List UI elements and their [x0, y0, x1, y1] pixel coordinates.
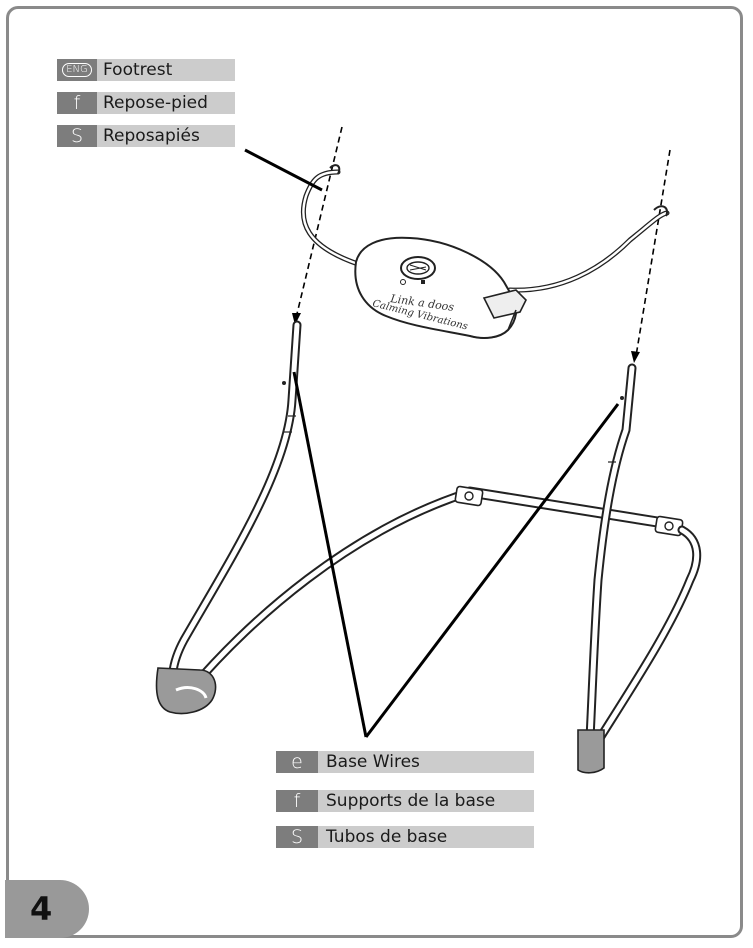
eng-language-badge: ENG — [57, 59, 97, 81]
right-base-leader-line — [364, 403, 620, 738]
spanish-language-badge: S — [57, 125, 97, 147]
label-text: Footrest — [97, 59, 235, 81]
left-foot-cap — [155, 667, 217, 715]
label-footrest-es: S Reposapiés — [57, 123, 235, 149]
left-base-leader-line — [292, 371, 368, 738]
label-text: Supports de la base — [318, 790, 534, 812]
label-footrest-fr: f Repose-pied — [57, 90, 235, 116]
left-dashed-guide — [295, 126, 343, 319]
footrest-wire-right — [507, 210, 670, 293]
page-frame — [6, 6, 743, 938]
footrest-leader-line — [244, 148, 323, 192]
right-dashed-guide — [635, 149, 671, 357]
french-language-badge: f — [57, 92, 97, 114]
label-base-fr: f Supports de la base — [276, 788, 534, 814]
label-footrest-eng: ENG Footrest — [57, 57, 235, 83]
right-base-wire — [577, 363, 702, 774]
label-text: Base Wires — [318, 751, 534, 773]
label-text: Tubos de base — [318, 826, 534, 848]
spanish-language-badge: S — [276, 826, 318, 848]
page-number: 4 — [30, 890, 53, 928]
label-base-eng: e Base Wires — [276, 749, 534, 775]
label-base-es: S Tubos de base — [276, 824, 534, 850]
label-text: Reposapiés — [97, 125, 235, 147]
right-arrowhead — [631, 351, 640, 363]
label-text: Repose-pied — [97, 92, 235, 114]
vibration-unit: Link a doos Calming Vibrations — [354, 236, 527, 339]
left-base-wire — [155, 320, 475, 715]
right-foot-cap — [577, 729, 605, 774]
page-number-tab: 4 — [5, 880, 89, 938]
french-language-badge: f — [276, 790, 318, 812]
base-crossbar — [454, 485, 684, 537]
english-language-badge: e — [276, 751, 318, 773]
